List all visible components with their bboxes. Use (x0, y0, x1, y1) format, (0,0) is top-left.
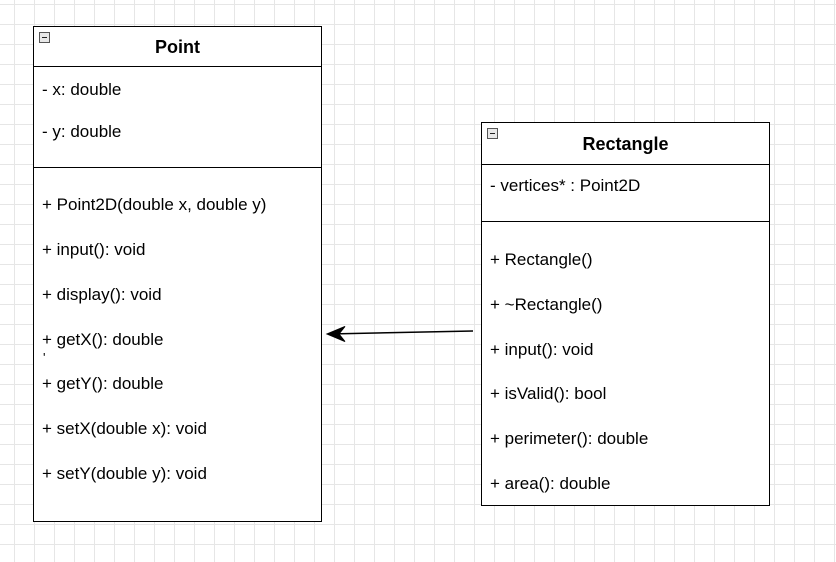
point-methods: + Point2D(double x, double y) + input():… (34, 168, 321, 520)
method-row: + display(): void (42, 285, 162, 304)
rectangle-class[interactable]: Rectangle - vertices* : Point2D + Rectan… (481, 122, 770, 506)
method-row: + getX(): double (42, 330, 164, 349)
point-class-title: Point (155, 37, 200, 57)
method-row: + input(): void (490, 340, 594, 359)
method-row: + Point2D(double x, double y) (42, 195, 267, 214)
collapse-minus-icon[interactable] (39, 32, 50, 43)
attribute-row: - x: double (42, 80, 122, 99)
method-row: + setX(double x): void (42, 419, 207, 438)
rectangle-class-header[interactable]: Rectangle (482, 123, 769, 165)
point-class[interactable]: Point - x: double - y: double + Point2D(… (33, 26, 322, 522)
rectangle-attributes: - vertices* : Point2D (482, 165, 769, 222)
open-arrowhead-icon (325, 326, 346, 342)
attribute-row: - vertices* : Point2D (490, 176, 641, 195)
rectangle-class-title: Rectangle (582, 134, 669, 154)
attribute-row: - y: double (42, 122, 122, 141)
rectangle-methods: + Rectangle() + ~Rectangle() + input(): … (482, 222, 769, 504)
stray-apostrophe-mark: ' (43, 350, 46, 365)
association-line[interactable] (328, 330, 474, 335)
method-row: + ~Rectangle() (490, 295, 603, 314)
method-row: + Rectangle() (490, 250, 593, 269)
method-row: + area(): double (490, 474, 611, 493)
method-row: + perimeter(): double (490, 429, 649, 448)
point-class-header[interactable]: Point (34, 27, 321, 67)
collapse-minus-icon[interactable] (487, 128, 498, 139)
method-row: + input(): void (42, 240, 146, 259)
method-row: + setY(double y): void (42, 464, 207, 483)
method-row: + isValid(): bool (490, 384, 607, 403)
point-attributes: - x: double - y: double (34, 67, 321, 168)
method-row: + getY(): double (42, 374, 164, 393)
